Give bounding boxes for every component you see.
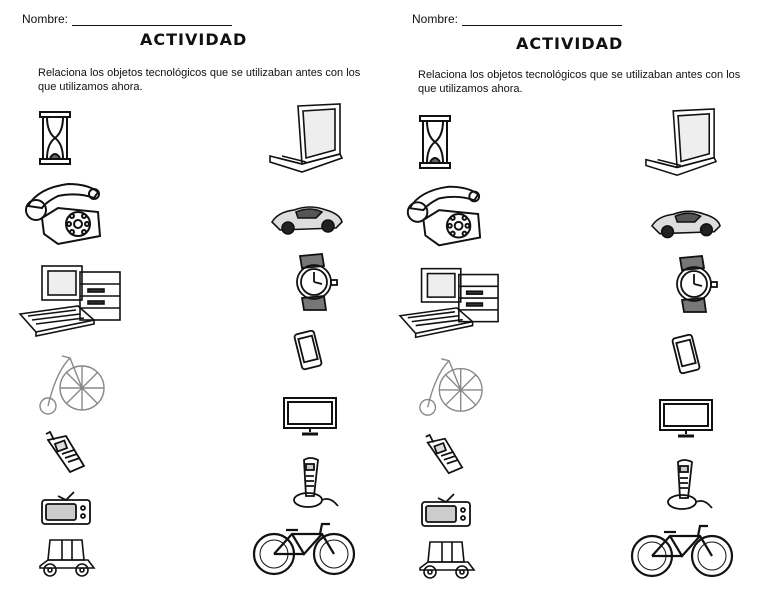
name-label: Nombre: (22, 12, 69, 26)
brick-cellphone-icon[interactable] (420, 432, 466, 478)
smartphone-icon[interactable] (292, 330, 326, 372)
wristwatch-icon[interactable] (664, 254, 722, 314)
brick-cellphone-icon[interactable] (40, 430, 88, 476)
instructions: Relaciona los objetos tecnológicos que s… (38, 67, 361, 93)
hourglass-icon[interactable] (38, 110, 72, 166)
name-row: Nombre: (412, 12, 623, 26)
bicycle-icon[interactable] (628, 520, 736, 580)
flat-tv-icon[interactable] (658, 398, 714, 438)
smartphone-icon[interactable] (670, 334, 704, 376)
sports-car-icon[interactable] (650, 204, 722, 240)
wristwatch-icon[interactable] (284, 252, 342, 312)
hourglass-icon[interactable] (418, 114, 452, 170)
cordless-phone-icon[interactable] (666, 458, 714, 512)
instructions: Relaciona los objetos tecnológicos que s… (418, 69, 741, 95)
name-label: Nombre: (412, 12, 459, 26)
worksheet-left: Nombre: ACTIVIDAD Relaciona los objetos … (18, 12, 361, 578)
laptop-icon[interactable] (644, 106, 718, 184)
old-computer-icon[interactable] (18, 262, 124, 340)
penny-farthing-icon[interactable] (416, 354, 484, 418)
vintage-car-icon[interactable] (416, 538, 476, 580)
rotary-phone-icon[interactable] (18, 178, 104, 248)
sports-car-icon[interactable] (270, 200, 344, 236)
old-tv-icon[interactable] (420, 492, 472, 528)
name-field[interactable] (72, 13, 233, 26)
old-tv-icon[interactable] (40, 490, 92, 526)
penny-farthing-icon[interactable] (36, 352, 106, 416)
name-field[interactable] (462, 13, 623, 26)
name-row: Nombre: (22, 12, 233, 26)
bicycle-icon[interactable] (250, 518, 358, 578)
flat-tv-icon[interactable] (282, 396, 338, 436)
page-title: ACTIVIDAD (516, 34, 624, 53)
worksheet-right: Nombre: ACTIVIDAD Relaciona los objetos … (390, 0, 768, 594)
cordless-phone-icon[interactable] (292, 456, 340, 510)
old-computer-icon[interactable] (398, 264, 502, 342)
rotary-phone-icon[interactable] (400, 180, 484, 250)
vintage-car-icon[interactable] (36, 536, 96, 578)
laptop-icon[interactable] (268, 102, 344, 180)
page-title: ACTIVIDAD (140, 30, 248, 49)
